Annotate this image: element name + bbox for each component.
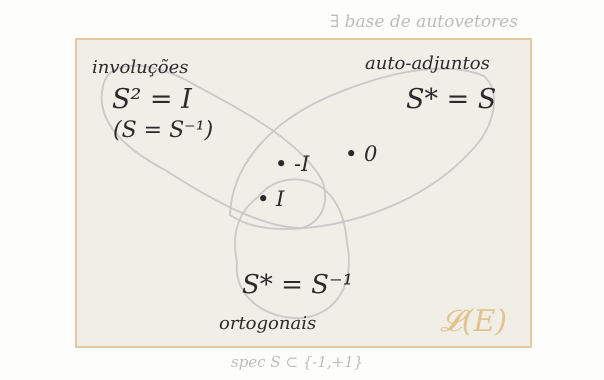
orthogonal-formula: S* = S⁻¹	[242, 270, 353, 300]
set-orthogonal	[234, 178, 350, 319]
involutions-title: involuções	[92, 57, 189, 78]
point-zero: • 0	[345, 142, 377, 166]
header-note: ∃ base de autovetores	[330, 12, 518, 32]
self-adjoint-formula: S* = S	[406, 84, 496, 115]
footer-note: spec S ⊂ {-1,+1}	[231, 353, 363, 371]
self-adjoint-title: auto-adjuntos	[365, 53, 490, 74]
orthogonal-title: ortogonais	[219, 313, 316, 334]
point-identity: • I	[257, 187, 285, 211]
set-self-adjoint	[229, 67, 495, 230]
point-minus-identity: • -I	[275, 152, 310, 176]
set-involutions	[100, 64, 326, 229]
operator-space-label: 𝓛(E)	[440, 304, 507, 339]
involution-formula: S² = I	[112, 84, 193, 115]
involution-inverse-formula: (S = S⁻¹)	[113, 118, 213, 143]
operator-space-box	[75, 38, 532, 348]
